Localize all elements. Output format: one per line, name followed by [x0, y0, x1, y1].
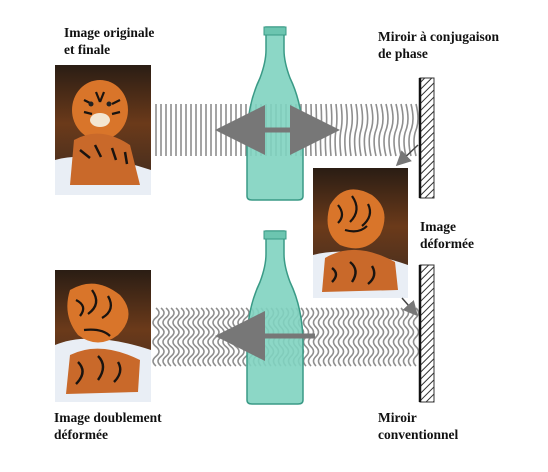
distorted-wavefront-line	[374, 308, 379, 366]
distorted-wavefront-line	[168, 308, 174, 366]
label-original-image: Image originale et finale	[64, 24, 154, 58]
wavefront-line	[379, 104, 383, 156]
distorted-wavefront-line	[399, 308, 404, 366]
wavefront-line	[340, 104, 342, 156]
bottom-bottle	[247, 231, 303, 404]
label-phase-conjugation-mirror: Miroir à conjugaison de phase	[378, 28, 499, 62]
wavefront-line	[359, 104, 362, 156]
distorted-wavefront-line	[379, 308, 384, 366]
distorted-wavefront-line	[369, 308, 374, 366]
distorted-wavefront-line	[349, 308, 354, 366]
label-deformed-image: Image déformée	[420, 218, 474, 252]
distorted-wavefront-line	[409, 308, 414, 366]
distorted-wavefront-line	[198, 308, 204, 366]
distorted-wavefront-line	[394, 308, 399, 366]
wavefront-line	[355, 104, 358, 156]
distorted-wavefront-line	[414, 308, 419, 366]
distorted-wavefront-line	[324, 308, 329, 366]
deformed-tiger-image	[313, 168, 408, 298]
distorted-wavefront-line	[329, 308, 334, 366]
wavefront-line	[335, 104, 337, 156]
distorted-wavefront-line	[334, 308, 339, 366]
wavefront-line	[399, 104, 403, 156]
distorted-wavefront-line	[218, 308, 224, 366]
distorted-wavefront-line	[203, 308, 209, 366]
conventional-mirror	[420, 265, 434, 402]
distorted-wavefront-line	[153, 308, 159, 366]
label-conventional-mirror: Miroir conventionnel	[378, 409, 458, 443]
distorted-wavefront-line	[384, 308, 389, 366]
wavefront-line	[404, 104, 408, 156]
distorted-wavefront-line	[188, 308, 194, 366]
wavefront-line	[364, 104, 367, 156]
distorted-wavefront-line	[364, 308, 369, 366]
wavefront-line	[350, 104, 353, 156]
original-tiger-image	[55, 65, 151, 195]
wavefront-line	[389, 104, 393, 156]
distorted-wavefront-line	[359, 308, 364, 366]
wavefront-line	[384, 104, 388, 156]
wavefront-line	[345, 104, 347, 156]
phase-conjugation-mirror	[420, 78, 434, 198]
label-double-deformed-image: Image doublement déformée	[54, 409, 162, 443]
wavefront-line	[394, 104, 398, 156]
distorted-wavefront-line	[178, 308, 184, 366]
distorted-wavefront-line	[183, 308, 189, 366]
distorted-wavefront-line	[163, 308, 169, 366]
distorted-wavefront-line	[173, 308, 179, 366]
top-bottle	[247, 27, 303, 200]
distorted-wavefront-line	[354, 308, 359, 366]
wavefront-line	[330, 104, 332, 156]
double-deformed-tiger-image	[55, 270, 151, 402]
distorted-wavefront-line	[389, 308, 394, 366]
distorted-wavefront-line	[319, 308, 324, 366]
distorted-wavefront-line	[193, 308, 199, 366]
distorted-wavefront-line	[208, 308, 214, 366]
wavefront-line	[369, 104, 373, 156]
distorted-wavefront-line	[404, 308, 409, 366]
wavefront-line	[409, 104, 413, 156]
distorted-wavefront-line	[158, 308, 164, 366]
distorted-wavefront-line	[344, 308, 349, 366]
wavefront-line	[374, 104, 378, 156]
distorted-wavefront-line	[339, 308, 344, 366]
distorted-wavefront-line	[213, 308, 219, 366]
